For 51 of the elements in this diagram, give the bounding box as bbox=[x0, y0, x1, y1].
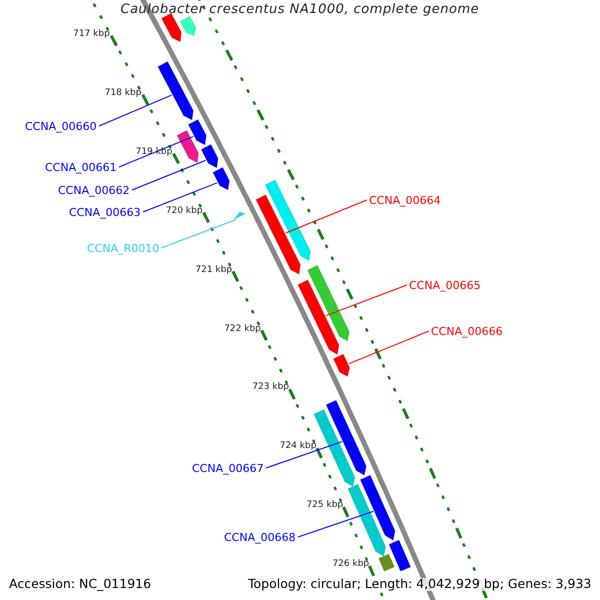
gene-block bbox=[348, 484, 386, 556]
scale-label: 718 kbp bbox=[104, 88, 142, 98]
gene-label: CCNA_00662 bbox=[58, 184, 130, 196]
scale-label: 724 kbp bbox=[280, 442, 316, 452]
chart-title: Caulobacter crescentus NA1000, complete genome bbox=[120, 3, 480, 16]
gene-block bbox=[256, 194, 301, 275]
leader-line bbox=[298, 510, 374, 538]
gene-block bbox=[326, 400, 367, 476]
gene-block bbox=[212, 167, 230, 190]
leader-line bbox=[142, 182, 218, 212]
gene-label: CCNA_00668 bbox=[224, 532, 296, 542]
gene-marker bbox=[234, 212, 246, 220]
gene-label: CCNA_00667 bbox=[192, 462, 264, 474]
gene-block bbox=[161, 12, 182, 42]
gene-label: CCNA_00663 bbox=[69, 206, 141, 218]
footer-text: Topology: circular; Length: 4,042,929 bp; Genes: 3,933 bbox=[248, 578, 592, 590]
gene-label: CCNA_00660 bbox=[25, 120, 97, 132]
scale-label: 720 kbp bbox=[166, 206, 203, 216]
gene-block bbox=[333, 354, 350, 377]
gene-block bbox=[200, 144, 218, 168]
leader-line bbox=[132, 160, 206, 190]
scale-label: 721 kbp bbox=[195, 266, 232, 275]
leader-line bbox=[326, 284, 408, 316]
gene-label: CCNA_00666 bbox=[431, 326, 503, 336]
gene-block bbox=[378, 554, 395, 572]
leader-line bbox=[160, 219, 236, 248]
gene-label: CCNA_00661 bbox=[45, 162, 117, 172]
gene-block bbox=[360, 474, 396, 540]
gene-block bbox=[158, 61, 194, 120]
gene-block bbox=[298, 280, 340, 355]
gene-block bbox=[264, 180, 311, 261]
footer-text: Accession: NC_011916 bbox=[9, 578, 152, 590]
gene-block bbox=[180, 16, 196, 36]
scale-label: 725 kbp bbox=[306, 501, 344, 510]
scale-label: 722 kbp bbox=[224, 324, 261, 334]
scale-label: 717 kbp bbox=[73, 30, 110, 39]
leader-line bbox=[98, 94, 172, 126]
gene-block bbox=[176, 130, 199, 164]
leader-line bbox=[285, 200, 368, 234]
gene-label: CCNA_R0010 bbox=[87, 242, 160, 254]
scale-label: 726 kbp bbox=[332, 560, 370, 570]
gene-block bbox=[307, 265, 350, 342]
leader-line bbox=[348, 330, 430, 364]
scale-label: 719 kbp bbox=[136, 148, 172, 157]
gene-block bbox=[188, 119, 207, 146]
leader-line bbox=[266, 441, 342, 468]
gene-label: CCNA_00664 bbox=[369, 194, 441, 206]
leader-line bbox=[118, 136, 194, 168]
scale-label: 723 kbp bbox=[252, 383, 290, 392]
gene-label: CCNA_00665 bbox=[409, 280, 481, 290]
gene-block bbox=[388, 540, 411, 572]
